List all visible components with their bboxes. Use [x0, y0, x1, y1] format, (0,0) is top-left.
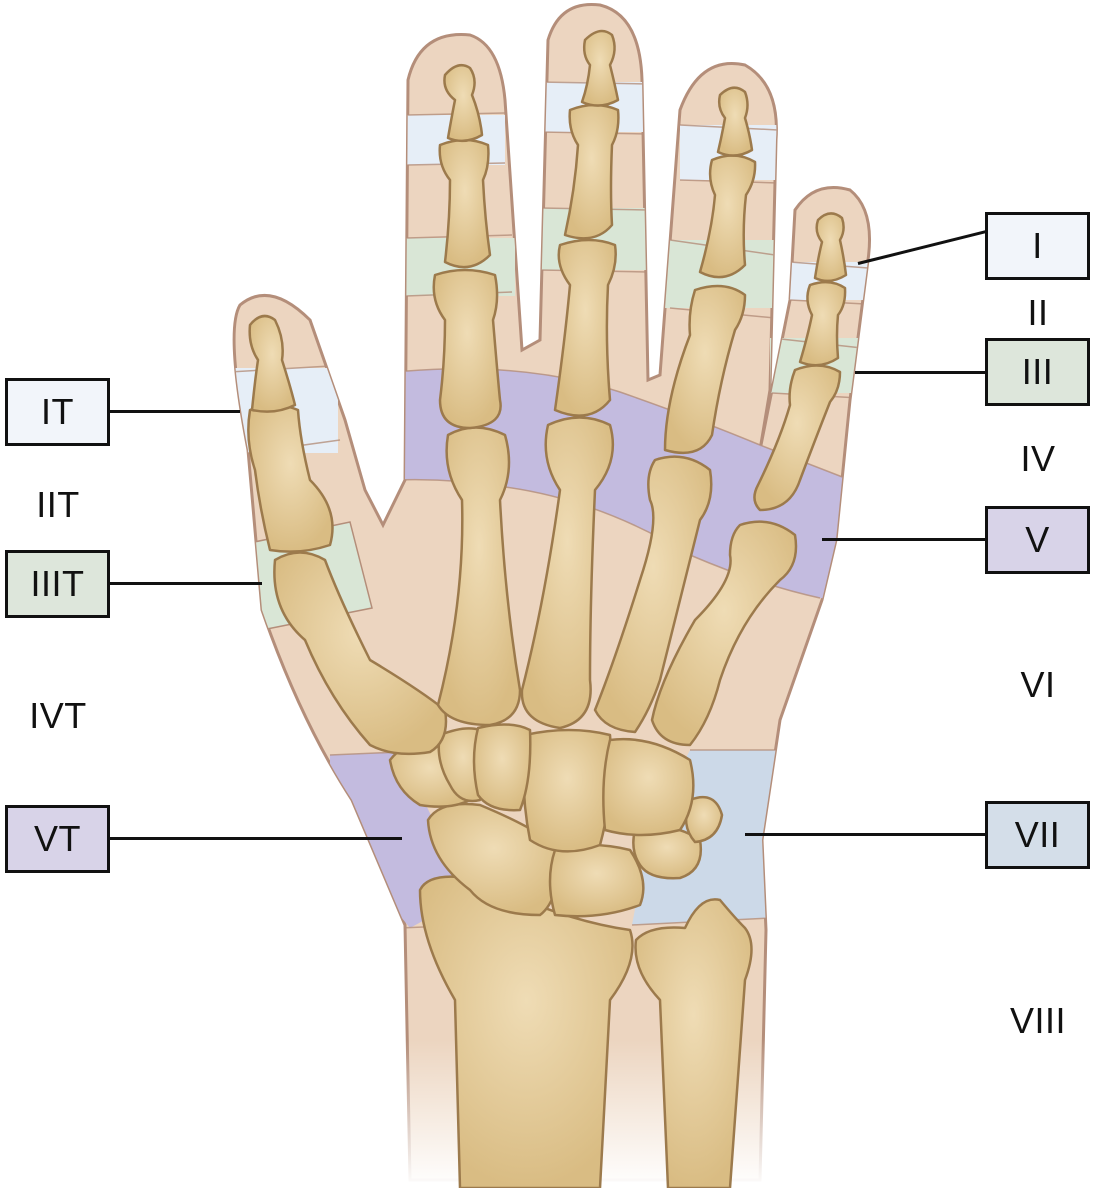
zone-label-I: I — [985, 212, 1090, 280]
carpal-pisiform — [684, 795, 724, 844]
metacarpal-ring — [593, 455, 713, 734]
leader-line-VT — [110, 837, 402, 840]
zone-label-IV: IV — [1020, 438, 1056, 479]
leader-line-VII — [745, 833, 985, 836]
zone-label-VII: VII — [985, 801, 1090, 869]
zone-label-VT: VT — [5, 805, 110, 873]
leader-line-IT — [110, 410, 240, 413]
carpal-small — [472, 723, 532, 812]
zone-label-VI: VI — [1020, 664, 1056, 705]
ring-middle-phalanx — [698, 154, 757, 279]
zone-label-III: III — [985, 338, 1090, 406]
ring-proximal-phalanx — [663, 284, 747, 455]
zone-label-IIIT: IIIT — [5, 550, 110, 618]
little-distal-phalanx — [813, 212, 848, 283]
little-middle-phalanx — [798, 280, 847, 367]
zone-label-II: II — [1027, 292, 1049, 333]
leader-line-V — [822, 538, 985, 541]
zone-label-IT: IT — [5, 378, 110, 446]
carpal-capitate — [522, 728, 613, 853]
index-middle-phalanx — [438, 138, 492, 269]
metacarpal-thumb — [273, 551, 448, 756]
little-proximal-phalanx — [753, 364, 842, 512]
carpal-lunate — [548, 843, 645, 918]
leader-line-III — [855, 371, 985, 374]
middle-middle-phalanx — [563, 103, 620, 240]
carpal-hamate — [602, 737, 695, 837]
middle-proximal-phalanx — [553, 238, 617, 417]
metacarpal-middle — [520, 416, 615, 730]
zone-label-IVT: IVT — [29, 695, 87, 736]
index-distal-phalanx — [443, 63, 484, 143]
zone-label-IIT: IIT — [36, 484, 80, 525]
hand-bones — [247, 29, 848, 1188]
thumb-distal-phalanx — [248, 314, 297, 413]
ring-distal-phalanx — [716, 86, 754, 157]
metacarpal-little — [650, 520, 798, 747]
leader-line-IIIT — [110, 582, 262, 585]
index-proximal-phalanx — [432, 268, 502, 430]
ulna-bone — [634, 898, 753, 1188]
zone-label-V: V — [985, 506, 1090, 574]
thumb-proximal-phalanx — [247, 403, 334, 553]
metacarpal-index — [436, 426, 522, 727]
zone-label-VIII: VIII — [1009, 1000, 1067, 1041]
middle-distal-phalanx — [580, 29, 620, 107]
